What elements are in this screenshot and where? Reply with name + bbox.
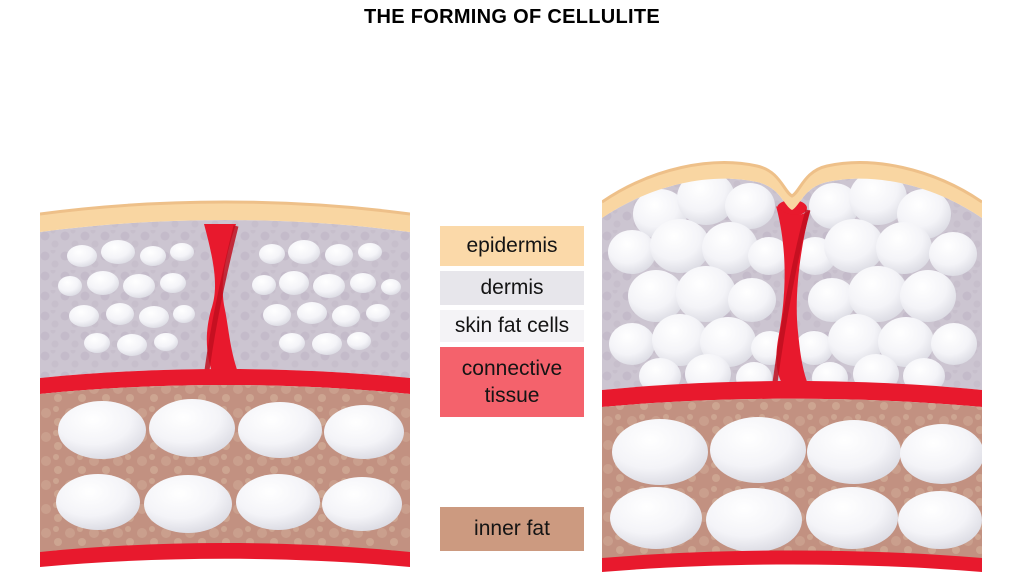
legend-item-inner-fat: inner fat	[440, 507, 584, 551]
inner-fat-cells	[610, 417, 982, 552]
legend: epidermis dermis skin fat cells connecti…	[440, 226, 584, 551]
bottom-membrane	[602, 550, 982, 572]
bottom-membrane	[40, 543, 410, 567]
connective-tissue-band	[602, 381, 982, 407]
legend-item-dermis: dermis	[440, 271, 584, 305]
epidermis-layer	[602, 161, 982, 218]
connective-tissue-band	[40, 369, 410, 394]
page-title: THE FORMING OF CELLULITE	[363, 6, 661, 28]
normal-skin-illustration	[40, 200, 410, 567]
legend-item-epidermis: epidermis	[440, 226, 584, 266]
legend-item-skin-fat-cells: skin fat cells	[440, 310, 584, 342]
cellulite-skin-illustration	[602, 161, 982, 572]
legend-spacer	[440, 422, 584, 502]
legend-item-connective-tissue: connective tissue	[440, 347, 584, 417]
connective-tissue-strand	[203, 224, 240, 379]
inner-fat-cells	[56, 399, 404, 533]
skin-fat-cells	[58, 240, 401, 356]
epidermis-layer	[40, 200, 410, 232]
